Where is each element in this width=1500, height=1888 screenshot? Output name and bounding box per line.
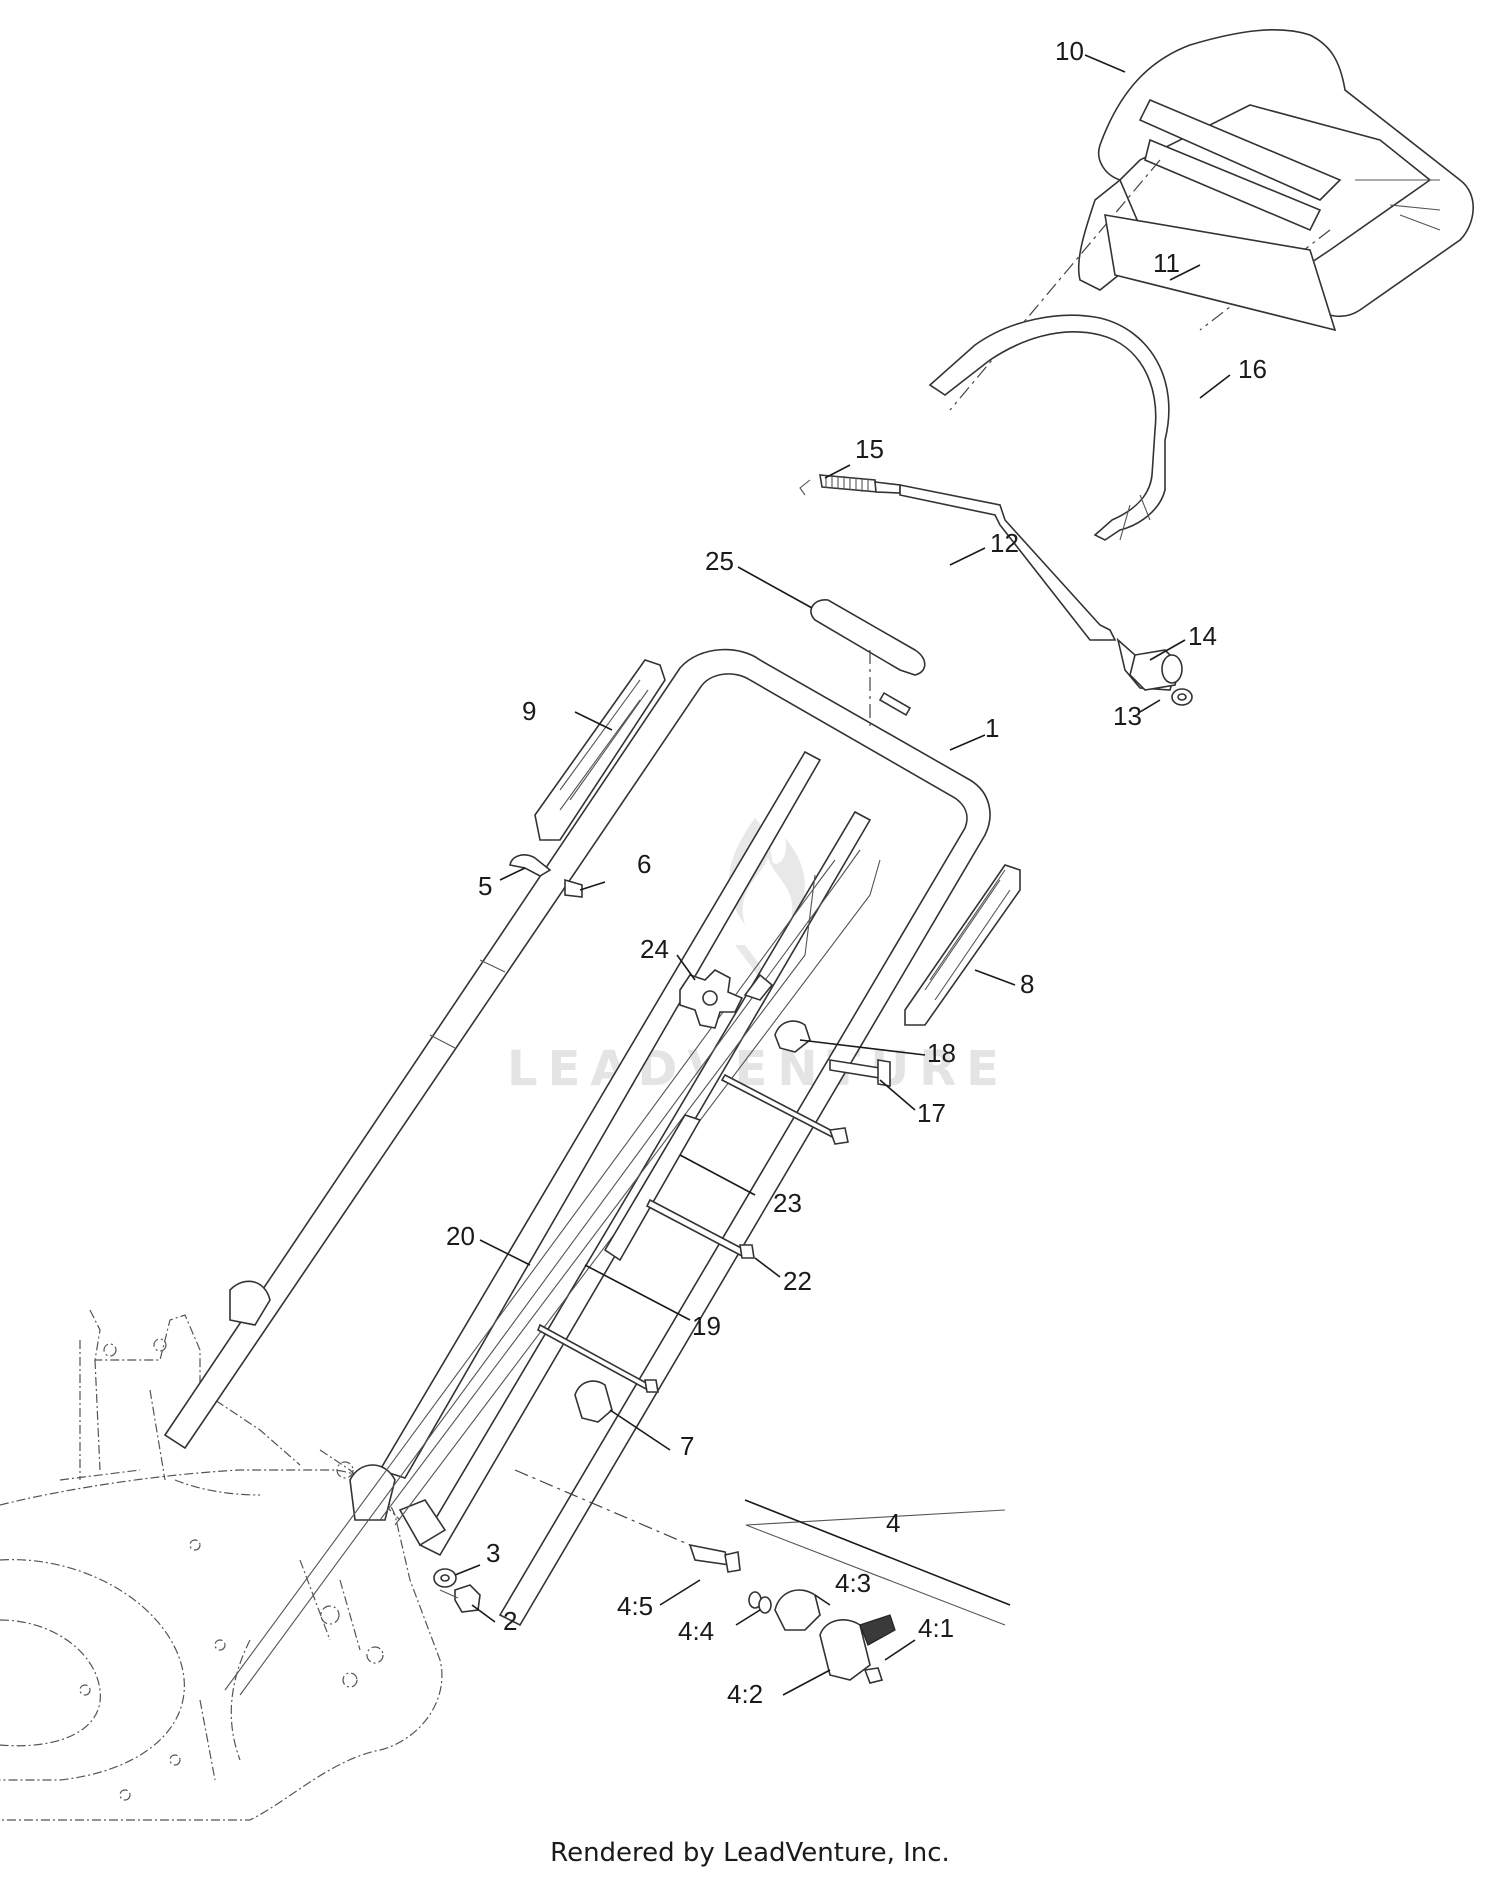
mower-deck-outline <box>0 1309 443 1821</box>
callout-25: 25 <box>705 546 734 576</box>
screw-17 <box>829 1059 891 1087</box>
cable-clip-18 <box>774 1020 811 1053</box>
callout-6: 6 <box>637 849 651 879</box>
render-credit: Rendered by LeadVenture, Inc. <box>550 1838 950 1868</box>
spring-and-rod <box>799 474 1177 691</box>
decal-23 <box>603 1114 702 1262</box>
callout-5: 5 <box>478 871 492 901</box>
cable-tie-22 <box>645 1198 755 1259</box>
upper-handle-frame <box>163 648 991 1627</box>
callout-2: 2 <box>503 1606 517 1636</box>
cable-clip-7 <box>574 1380 613 1423</box>
callout-7: 7 <box>680 1431 694 1461</box>
foam-grip <box>810 599 926 730</box>
callout-4: 4 <box>886 1508 900 1538</box>
knob <box>679 969 774 1029</box>
callout-18: 18 <box>927 1038 956 1068</box>
callout-labels: 1 2 3 4 4:1 4:2 4:3 4:4 4:5 5 6 7 8 9 10… <box>446 36 1267 1709</box>
callout-24: 24 <box>640 934 669 964</box>
callout-13: 13 <box>1113 701 1142 731</box>
operator-bail <box>928 314 1170 541</box>
callout-16: 16 <box>1238 354 1267 384</box>
callout-4-3: 4:3 <box>835 1568 871 1598</box>
callout-4-4: 4:4 <box>678 1616 714 1646</box>
callout-23: 23 <box>773 1188 802 1218</box>
cord-guide-left <box>534 659 666 841</box>
callout-17: 17 <box>917 1098 946 1128</box>
callout-10: 10 <box>1055 36 1084 66</box>
pin-and-washer <box>1129 649 1193 706</box>
callout-20: 20 <box>446 1221 475 1251</box>
callout-8: 8 <box>1020 969 1034 999</box>
bolt-and-washer <box>433 1568 481 1613</box>
hardware-5-6 <box>509 854 583 898</box>
callout-4-2: 4:2 <box>727 1679 763 1709</box>
grip-pad <box>1104 214 1337 332</box>
callout-14: 14 <box>1188 621 1217 651</box>
callout-22: 22 <box>783 1266 812 1296</box>
cord-guide-right <box>904 864 1021 1026</box>
handle-knob-assembly <box>514 1469 1011 1684</box>
callout-11: 11 <box>1153 248 1180 278</box>
cable-tie-upper <box>720 1073 849 1145</box>
leader-lines <box>454 54 1231 1696</box>
callout-4-5: 4:5 <box>617 1591 653 1621</box>
upper-bail-handle <box>949 29 1474 411</box>
callout-19: 19 <box>692 1311 721 1341</box>
callout-1: 1 <box>985 713 999 743</box>
cable-tie-lower <box>536 1323 659 1393</box>
callout-9: 9 <box>522 696 536 726</box>
callout-3: 3 <box>486 1538 500 1568</box>
cables <box>224 849 881 1696</box>
callout-4-1: 4:1 <box>918 1613 954 1643</box>
callout-15: 15 <box>855 434 884 464</box>
callout-12: 12 <box>990 528 1019 558</box>
